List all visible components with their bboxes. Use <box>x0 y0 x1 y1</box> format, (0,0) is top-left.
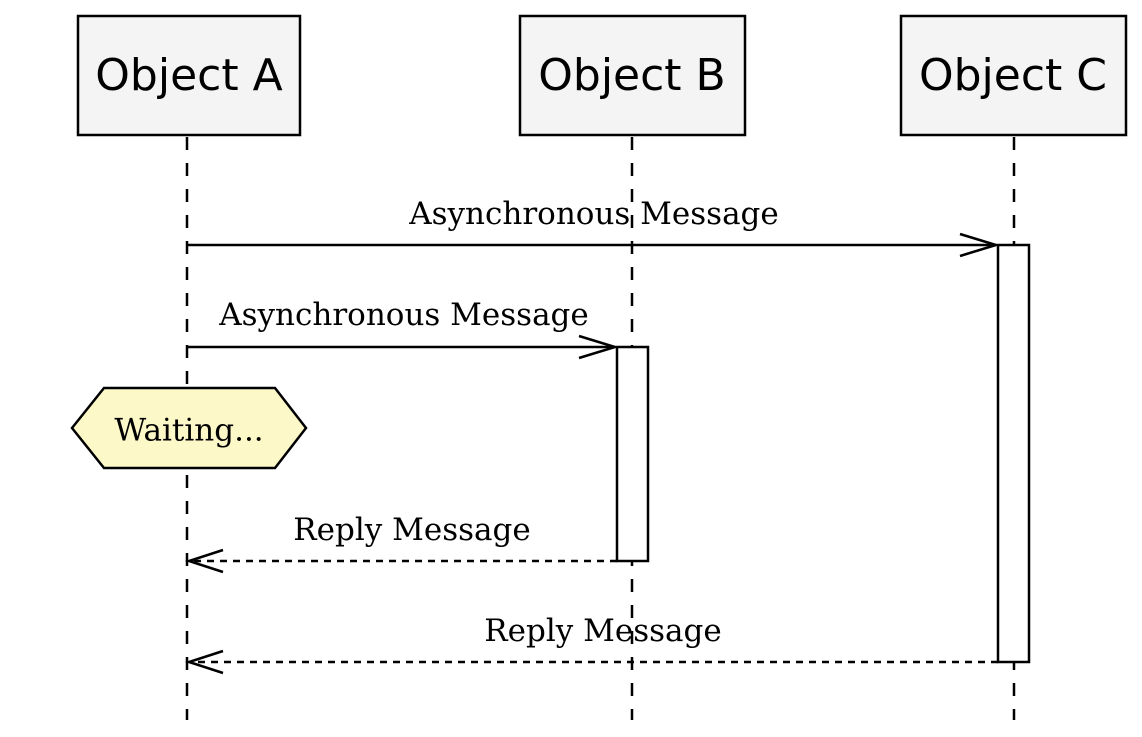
participant-label: Object B <box>538 50 725 101</box>
message-label: Asynchronous Message <box>408 196 779 232</box>
hexagon-note-shape <box>70 386 308 470</box>
open-arrowhead-icon <box>959 232 1001 258</box>
activation-bar-object-c <box>996 243 1031 664</box>
message-label: Asynchronous Message <box>218 297 589 333</box>
participant-object-b: Object B <box>518 14 747 137</box>
participant-label: Object C <box>919 50 1107 101</box>
message-async-a-to-c: Asynchronous Message <box>187 196 1001 258</box>
open-arrowhead-icon <box>578 334 620 360</box>
message-reply-c-to-a: Reply Message <box>184 613 998 675</box>
message-async-a-to-b: Asynchronous Message <box>187 297 620 360</box>
participant-box <box>899 14 1128 137</box>
note-label: Waiting... <box>114 413 263 449</box>
note-waiting: Waiting... <box>70 386 308 470</box>
participant-label: Object A <box>95 50 282 101</box>
open-arrowhead-icon <box>184 649 224 675</box>
message-label: Reply Message <box>293 512 530 548</box>
participant-box <box>76 14 302 137</box>
message-reply-b-to-a: Reply Message <box>184 512 617 574</box>
participant-box <box>518 14 747 137</box>
message-label: Reply Message <box>484 613 721 649</box>
participant-object-c: Object C <box>899 14 1128 137</box>
open-arrowhead-icon <box>184 548 224 574</box>
activation-bar-object-b <box>615 345 650 563</box>
participant-object-a: Object A <box>76 14 302 137</box>
